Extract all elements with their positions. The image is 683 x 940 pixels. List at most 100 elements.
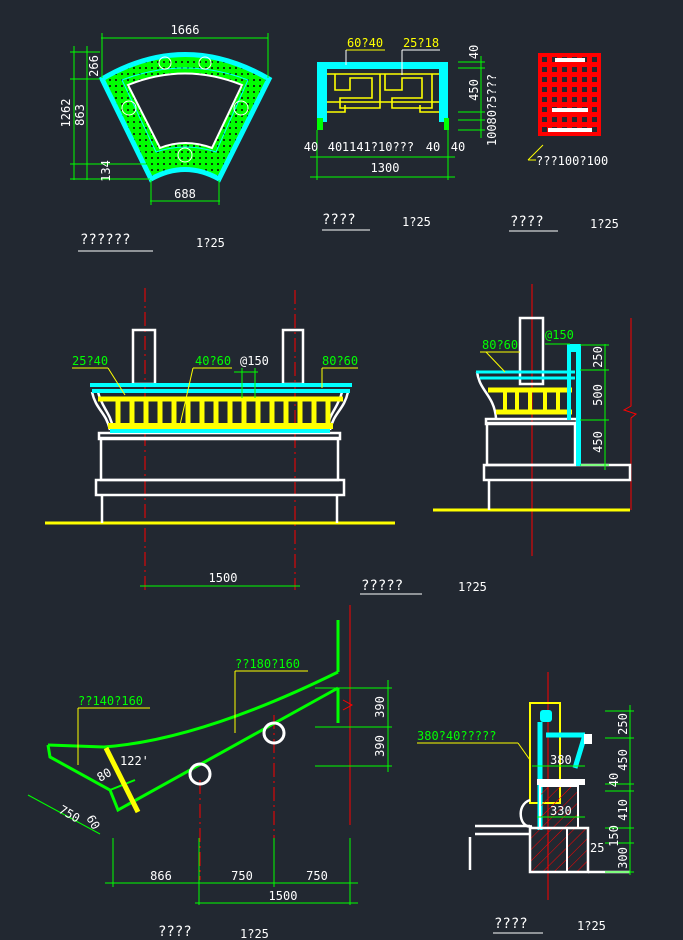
lattice-hole — [562, 97, 567, 102]
dim-total: 1300 — [371, 161, 400, 175]
fan-plan-view: 1666 1262 266 863 134 688 ?????? 1?25 — [59, 23, 273, 252]
lattice-hole — [592, 77, 597, 82]
sec-dim-150: 150 — [607, 825, 621, 847]
dim-1500: 1500 — [269, 889, 298, 903]
sec-dim-450: 450 — [616, 749, 630, 771]
lattice-hole — [572, 117, 577, 122]
lattice-hole — [592, 117, 597, 122]
sec-dim-330: 330 — [550, 804, 572, 818]
dim-span: 1500 — [209, 571, 238, 585]
fan-planter-opening — [126, 72, 244, 150]
front-elevation-view: 25?40 40?60 @150 80?60 1500 ????? 1?25 — [45, 288, 487, 595]
lattice-hole — [572, 97, 577, 102]
section-scale: 1?25 — [577, 919, 606, 933]
lattice-hole — [562, 67, 567, 72]
frame-title: ???? — [322, 212, 356, 228]
dim-l2: 40 — [328, 140, 342, 154]
lattice-hole — [572, 67, 577, 72]
lattice-hole — [582, 77, 587, 82]
lattice-hole — [592, 67, 597, 72]
dim-middle: 863 — [73, 104, 87, 126]
bracket-title: ???? — [158, 924, 192, 940]
sec-dim-250: 250 — [616, 713, 630, 735]
section-detail-view: 250 450 40 410 150 300 380?40????? 380 3… — [417, 672, 634, 934]
lattice-hole — [552, 117, 557, 122]
dim-total-height: 1262 — [59, 99, 73, 128]
lattice-hole — [582, 67, 587, 72]
lattice-title: ???? — [510, 214, 544, 230]
lattice-hole — [562, 77, 567, 82]
dim-390-b: 390 — [373, 735, 387, 757]
bracket-detail-view: ??140?160 ??180?160 122' 80 750 60 866 7… — [27, 605, 392, 940]
lattice-hole — [582, 117, 587, 122]
lattice-hole — [582, 97, 587, 102]
dim-r2: 40 — [451, 140, 465, 154]
dim-v-mid: 450 — [467, 79, 481, 101]
lattice-hole — [542, 107, 547, 112]
frame-scale: 1?25 — [402, 215, 431, 229]
side-label-80x60: 80?60 — [482, 338, 518, 352]
dim-r1: 40 — [426, 140, 440, 154]
dim-upper: 266 — [87, 55, 101, 77]
section-title: ???? — [494, 916, 528, 932]
sec-dim-40: 40 — [607, 773, 621, 787]
dim-v-top: 40 — [467, 45, 481, 59]
side-dim-250: 250 — [591, 346, 605, 368]
sec-dim-25: 25 — [590, 841, 604, 855]
side-elevation-view: 250 500 450 80?60 @150 — [433, 284, 638, 556]
lattice-hole — [552, 87, 557, 92]
dim-top: 1666 — [171, 23, 200, 37]
dim-arm-thick: 60 — [83, 813, 102, 833]
fan-plan-title: ?????? — [80, 232, 131, 248]
label-spacing: @150 — [240, 354, 269, 368]
dim-v-note: 10080?5??? — [485, 74, 499, 146]
lattice-hole — [592, 87, 597, 92]
sec-dim-300: 300 — [616, 847, 630, 869]
lattice-hole — [542, 127, 547, 132]
side-dim-450: 450 — [591, 431, 605, 453]
dim-mid: 1141?10??? — [342, 140, 414, 154]
lattice-hole — [552, 97, 557, 102]
lattice-label: ???100?100 — [536, 154, 608, 168]
lattice-hole — [542, 97, 547, 102]
dim-750-b: 750 — [306, 869, 328, 883]
fan-plan-scale: 1?25 — [196, 236, 225, 250]
lattice-hole — [542, 77, 547, 82]
side-label-spacing: @150 — [545, 328, 574, 342]
lattice-scale: 1?25 — [590, 217, 619, 231]
section-label: 380?40????? — [417, 729, 496, 743]
label-lower-member: ??140?160 — [78, 694, 143, 708]
lattice-hole — [542, 67, 547, 72]
label-upper-member: ??180?160 — [235, 657, 300, 671]
front-balusters — [115, 399, 331, 426]
dim-bottom: 688 — [174, 187, 196, 201]
dim-750-a: 750 — [231, 869, 253, 883]
angle-122: 122' — [120, 754, 149, 768]
lattice-hole — [592, 127, 597, 132]
sec-dim-380: 380 — [550, 753, 572, 767]
lattice-hole — [592, 57, 597, 62]
side-dim-500: 500 — [591, 384, 605, 406]
lattice-panel-view: ???100?100 ???? 1?25 — [509, 53, 619, 232]
lattice-hole — [562, 117, 567, 122]
lattice-hole — [542, 87, 547, 92]
sec-dim-410: 410 — [616, 799, 630, 821]
angle-80: 80 — [95, 765, 115, 784]
frame-elevation-view: 60?40 25?18 40 40 1141?10??? 40 40 1300 … — [304, 36, 499, 231]
label-top-bar: 60?40 — [347, 36, 383, 50]
dim-l1: 40 — [304, 140, 318, 154]
lattice-hole — [572, 87, 577, 92]
label-40x60: 40?60 — [195, 354, 231, 368]
lattice-hole — [552, 77, 557, 82]
label-80x60: 80?60 — [322, 354, 358, 368]
lattice-hole — [542, 57, 547, 62]
label-25x40: 25?40 — [72, 354, 108, 368]
front-scale: 1?25 — [458, 580, 487, 594]
dim-390-a: 390 — [373, 696, 387, 718]
lattice-hole — [582, 87, 587, 92]
front-title: ????? — [361, 578, 403, 594]
dim-lower: 134 — [99, 160, 113, 182]
lattice-hole — [552, 57, 557, 62]
lattice-hole — [562, 87, 567, 92]
